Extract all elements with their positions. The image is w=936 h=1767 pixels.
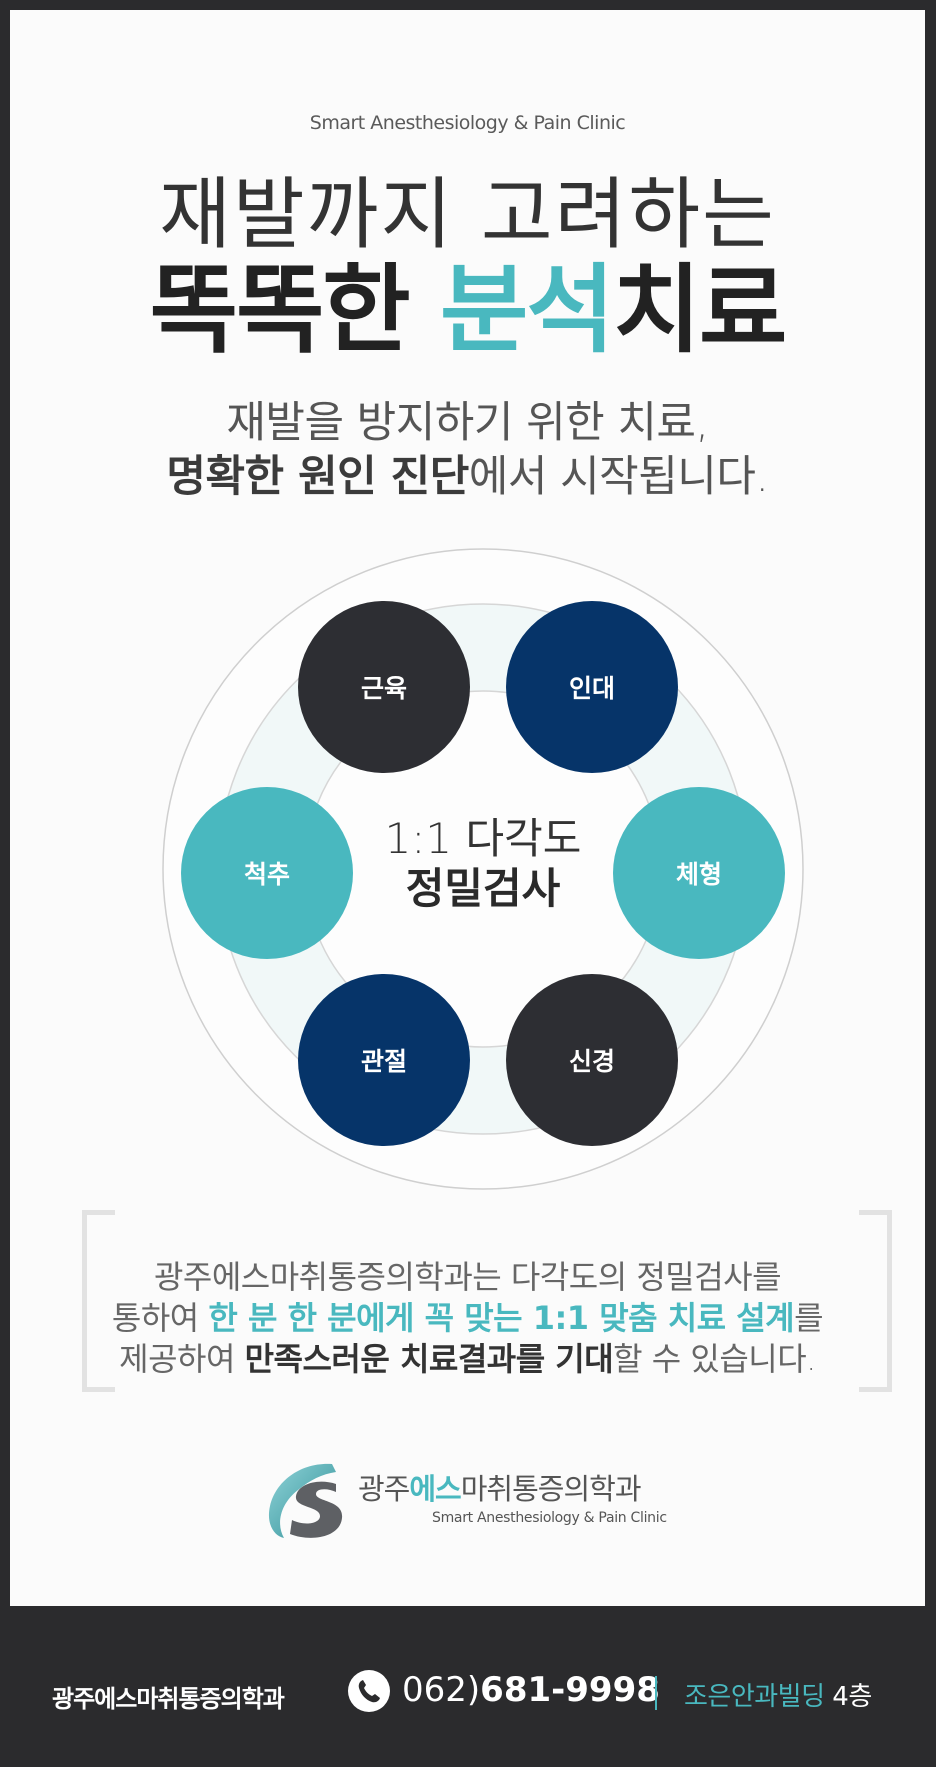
logo-korean-name: 광주에스마취통증의학과 [358,1466,642,1508]
phone-icon [348,1670,390,1712]
node-ligament: 인대 [506,601,678,773]
paragraph-line-2-start: 통하여 [111,1299,209,1337]
node-muscle: 근육 [298,601,470,773]
node-nerve-label: 신경 [568,1047,615,1076]
paragraph-line-2-end: 를 [794,1299,824,1337]
paragraph-highlight-dark: 만족스러운 치료결과를 기대 [244,1340,614,1378]
center-label-line-1: 1:1 다각도 [384,814,582,863]
node-joint: 관절 [298,974,470,1146]
title-accent: 분석 [440,254,615,366]
title-line-2-end: 치료 [612,254,788,366]
logo-kor-start: 광주 [358,1472,410,1506]
description-rest: 에서 시작됩니다. [468,452,769,502]
left-bracket [82,1210,115,1392]
description-bold: 명확한 원인 진단 [166,452,469,502]
paragraph-highlight-teal: 한 분 한 분에게 꼭 맞는 1:1 맞춤 치료 설계 [208,1299,795,1337]
footer-divider [655,1676,657,1710]
title-line-2-start: 똑똑한 [149,254,441,366]
footer-phone-number: 681-9998 [480,1670,660,1710]
footer-address-building: 조은안과빌딩 [684,1682,825,1712]
logo-kor-accent: 에스 [409,1472,461,1506]
paragraph-line-3-start: 제공하여 [119,1340,245,1378]
paragraph-line-2: 통하여 한 분 한 분에게 꼭 맞는 1:1 맞춤 치료 설계를 [10,1293,925,1339]
header-english-subtitle: Smart Anesthesiology & Pain Clinic [309,112,626,134]
diagram-center-label: 1:1 다각도 정밀검사 [333,814,633,914]
paragraph-line-3: 제공하여 만족스러운 치료결과를 기대할 수 있습니다. [10,1334,925,1380]
title-line-1: 재발까지 고려하는 [159,170,776,260]
poster-card: Smart Anesthesiology & Pain Clinic 재발까지 … [10,10,925,1606]
s-logo-icon [268,1463,343,1538]
node-posture-label: 체형 [675,860,722,889]
node-nerve: 신경 [506,974,678,1146]
logo-english-name: Smart Anesthesiology & Pain Clinic [432,1510,667,1526]
footer-phone-prefix: 062) [402,1670,481,1710]
node-spine-label: 척추 [243,860,290,889]
clinic-logo: 광주에스마취통증의학과 Smart Anesthesiology & Pain … [262,1458,682,1542]
footer-clinic-name: 광주에스마취통증의학과 [52,1685,285,1713]
title-line-2: 똑똑한 분석치료 [10,232,925,371]
description-line-1: 재발을 방지하기 위한 치료, [226,398,709,448]
node-posture: 체형 [613,787,785,959]
paragraph-line-3-end: 할 수 있습니다. [613,1340,816,1378]
footer-address: 조은안과빌딩 4층 [684,1676,872,1713]
node-joint-label: 관절 [360,1047,407,1076]
node-muscle-label: 근육 [360,674,407,703]
examination-diagram: 근육 인대 체형 신경 관절 척추 1:1 다각도 정밀검사 [158,544,808,1194]
footer-address-floor: 4층 [824,1682,872,1712]
node-spine: 척추 [181,787,353,959]
logo-kor-end: 마취통증의학과 [460,1472,642,1506]
right-bracket [859,1210,892,1392]
center-label-line-2: 정밀검사 [405,864,561,913]
footer-phone[interactable]: 062)681-9998 [402,1670,660,1710]
paragraph-line-1: 광주에스마취통증의학과는 다각도의 정밀검사를 [153,1258,782,1296]
footer-bar: 광주에스마취통증의학과 062)681-9998 조은안과빌딩 4층 [0,1606,936,1767]
description-line-2: 명확한 원인 진단에서 시작됩니다. [10,442,925,504]
node-ligament-label: 인대 [568,674,615,703]
